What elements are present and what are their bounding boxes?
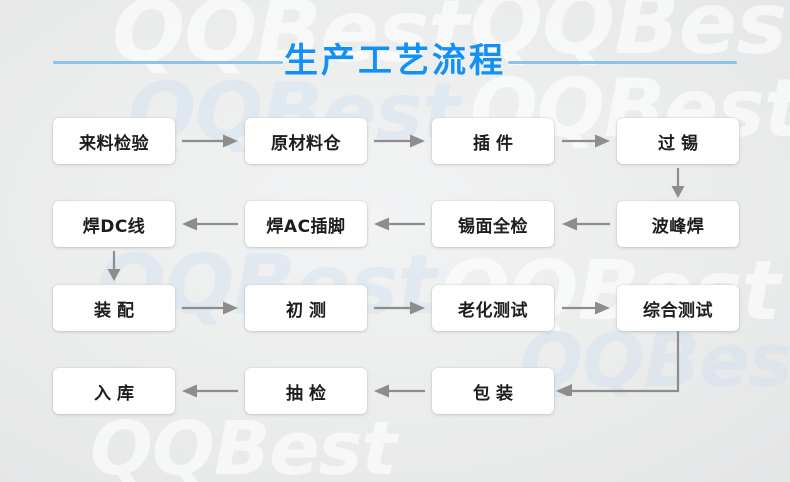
flow-node-wave-soldering[interactable]: 波峰焊	[617, 201, 739, 247]
flow-node-warehousing[interactable]: 入库	[53, 368, 175, 414]
flow-node-preliminary-test[interactable]: 初测	[245, 285, 367, 331]
arrow-right-icon	[182, 134, 238, 148]
arrow-down-icon	[107, 251, 121, 281]
arrow-down-icon	[671, 168, 685, 198]
watermark-text: QQBest	[90, 406, 397, 482]
arrow-left-icon	[374, 384, 425, 398]
arrow-right-icon	[374, 301, 425, 315]
arrow-right-icon	[182, 301, 238, 315]
flow-node-tinning[interactable]: 过锡	[617, 118, 739, 164]
flow-node-comprehensive-test[interactable]: 综合测试	[617, 285, 739, 331]
arrow-left-icon	[374, 217, 425, 231]
flow-node-sampling-inspection[interactable]: 抽检	[245, 368, 367, 414]
arrow-right-icon	[562, 301, 610, 315]
header-rule-right	[508, 61, 737, 64]
arrow-left-icon	[182, 384, 238, 398]
flow-node-solder-ac-pin[interactable]: 焊AC插脚	[245, 201, 367, 247]
arrow-left-icon	[562, 217, 610, 231]
arrow-right-icon	[374, 134, 425, 148]
flow-node-tin-surface-inspection[interactable]: 锡面全检	[432, 201, 554, 247]
flow-node-incoming-inspection[interactable]: 来料检验	[53, 118, 175, 164]
elbow-connector-down-left	[556, 331, 680, 396]
arrow-right-icon	[562, 134, 610, 148]
page-header: 生产工艺流程	[0, 30, 790, 96]
flow-node-raw-material-warehouse[interactable]: 原材料仓	[245, 118, 367, 164]
flow-node-insertion[interactable]: 插件	[432, 118, 554, 164]
arrow-left-icon	[182, 217, 238, 231]
flow-node-assembly[interactable]: 装配	[53, 285, 175, 331]
flow-node-packaging[interactable]: 包装	[432, 368, 554, 414]
flow-node-solder-dc-wire[interactable]: 焊DC线	[53, 201, 175, 247]
header-rule-left	[53, 61, 283, 64]
page-title: 生产工艺流程	[284, 41, 506, 81]
flow-node-aging-test[interactable]: 老化测试	[432, 285, 554, 331]
